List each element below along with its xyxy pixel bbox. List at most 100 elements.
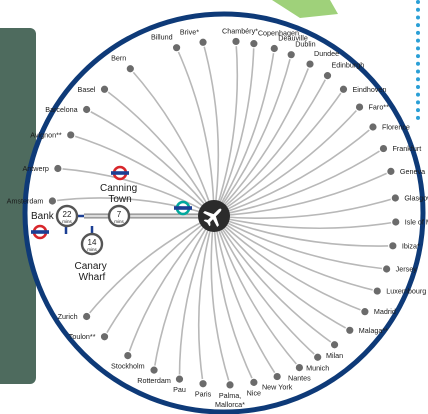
route-spoke [213,197,396,219]
destination-dot[interactable] [81,104,92,115]
destination-dots [47,36,401,390]
destination-label: Deauville [278,34,308,43]
route-spoke [213,215,301,369]
destination-dot[interactable] [249,377,259,388]
destination-dot[interactable] [269,43,280,54]
destination-dot[interactable] [390,193,401,203]
destination-labels: Chambéry*CopenhagenDeauvilleDublinDundee… [7,26,428,408]
route-spoke [129,68,215,217]
destination-label: Luxembourg [386,287,426,296]
destination-dot[interactable] [225,380,235,390]
destination-label: Amsterdam [7,197,44,206]
green-accent [272,0,338,18]
destination-label: Antwerp [22,164,48,173]
route-spoke [213,215,378,292]
destination-dot[interactable] [305,59,315,69]
destination-label: Isle of Man [405,218,428,227]
route-spoke [213,106,361,217]
destination-dot[interactable] [378,143,389,154]
destination-dot[interactable] [381,264,392,274]
route-spoke [213,54,292,217]
route-spoke [178,215,215,380]
destination-dot[interactable] [81,311,92,322]
tube-roundel-icon [31,224,49,240]
destination-dot[interactable] [338,84,349,95]
destination-label: New York [262,383,293,392]
destination-label: Billund [151,33,173,42]
destination-label: Florence [382,123,410,132]
destination-dot[interactable] [344,325,355,336]
route-spoke [175,47,215,217]
route-spoke [57,167,215,217]
dlr-roundel-icon [174,200,192,216]
destination-dot[interactable] [149,365,159,375]
canary-wharf-line-2: Wharf [79,272,106,283]
destination-dot[interactable] [198,378,208,389]
destination-dot[interactable] [53,163,63,174]
destination-label: Glasgow [404,194,428,203]
destination-label: Ibiza* [402,241,420,250]
bank-time-badge: 22 mins [55,204,79,228]
destination-label: Milan [326,351,343,360]
route-spoke [213,147,384,217]
route-spokes [52,41,396,386]
route-spoke [213,126,374,217]
destination-label: Dublin [295,40,315,49]
destination-label: Faro** [369,103,390,112]
route-spoke [213,215,387,270]
destination-dot[interactable] [171,42,182,53]
destination-label: Toulon** [69,332,96,341]
destination-dot[interactable] [47,196,58,206]
destination-dot[interactable] [390,217,401,227]
destination-dot[interactable] [249,38,259,49]
route-spoke [213,215,319,358]
destination-dot[interactable] [294,362,305,373]
destination-dot[interactable] [386,166,396,177]
bank-mins: 22 [63,210,72,219]
destination-label: Nantes [288,374,311,383]
route-spoke [213,43,255,217]
destination-dot[interactable] [360,306,370,317]
destination-dot[interactable] [329,339,340,350]
destination-label: Frankfurt [392,144,421,153]
route-spoke [202,42,220,217]
route-spoke [213,63,311,217]
destination-dot[interactable] [198,37,208,48]
destination-dot[interactable] [388,241,398,251]
destination-dot[interactable] [231,36,241,47]
route-spoke [213,41,239,217]
destination-dot[interactable] [272,371,282,382]
destination-dot[interactable] [65,130,76,140]
destination-label: Malaga** [359,326,388,335]
destination-dot[interactable] [174,374,185,384]
destination-label: Palma,Mallorca* [215,391,245,409]
canary-wharf-mins: 14 [88,238,97,247]
destination-dot[interactable] [125,63,136,74]
route-spoke [213,215,396,230]
destination-dot[interactable] [372,286,383,296]
canary-wharf-label: Canary Wharf [74,261,109,283]
route-spoke [86,215,215,318]
route-spoke [213,215,351,332]
destination-dot[interactable] [123,350,133,361]
destination-dot[interactable] [99,84,110,95]
canary-wharf-unit: mins [87,247,97,252]
destination-dot[interactable] [99,331,110,342]
destination-label: Dundee [314,49,339,58]
route-spoke [213,88,345,217]
route-spoke [153,215,215,371]
route-spoke [213,215,278,378]
destination-dot[interactable] [286,49,297,60]
route-spoke [127,215,215,356]
route-spoke [86,108,215,217]
route-spoke [213,215,255,383]
destination-dot[interactable] [354,102,365,112]
destination-dot[interactable] [368,122,378,132]
destination-dot[interactable] [312,352,323,363]
destination-label: Paris [195,390,212,399]
canary-wharf-time-badge: 14 mins [80,232,104,256]
destination-dot[interactable] [322,70,333,81]
route-spoke [213,75,329,217]
airport-hub [198,200,230,232]
